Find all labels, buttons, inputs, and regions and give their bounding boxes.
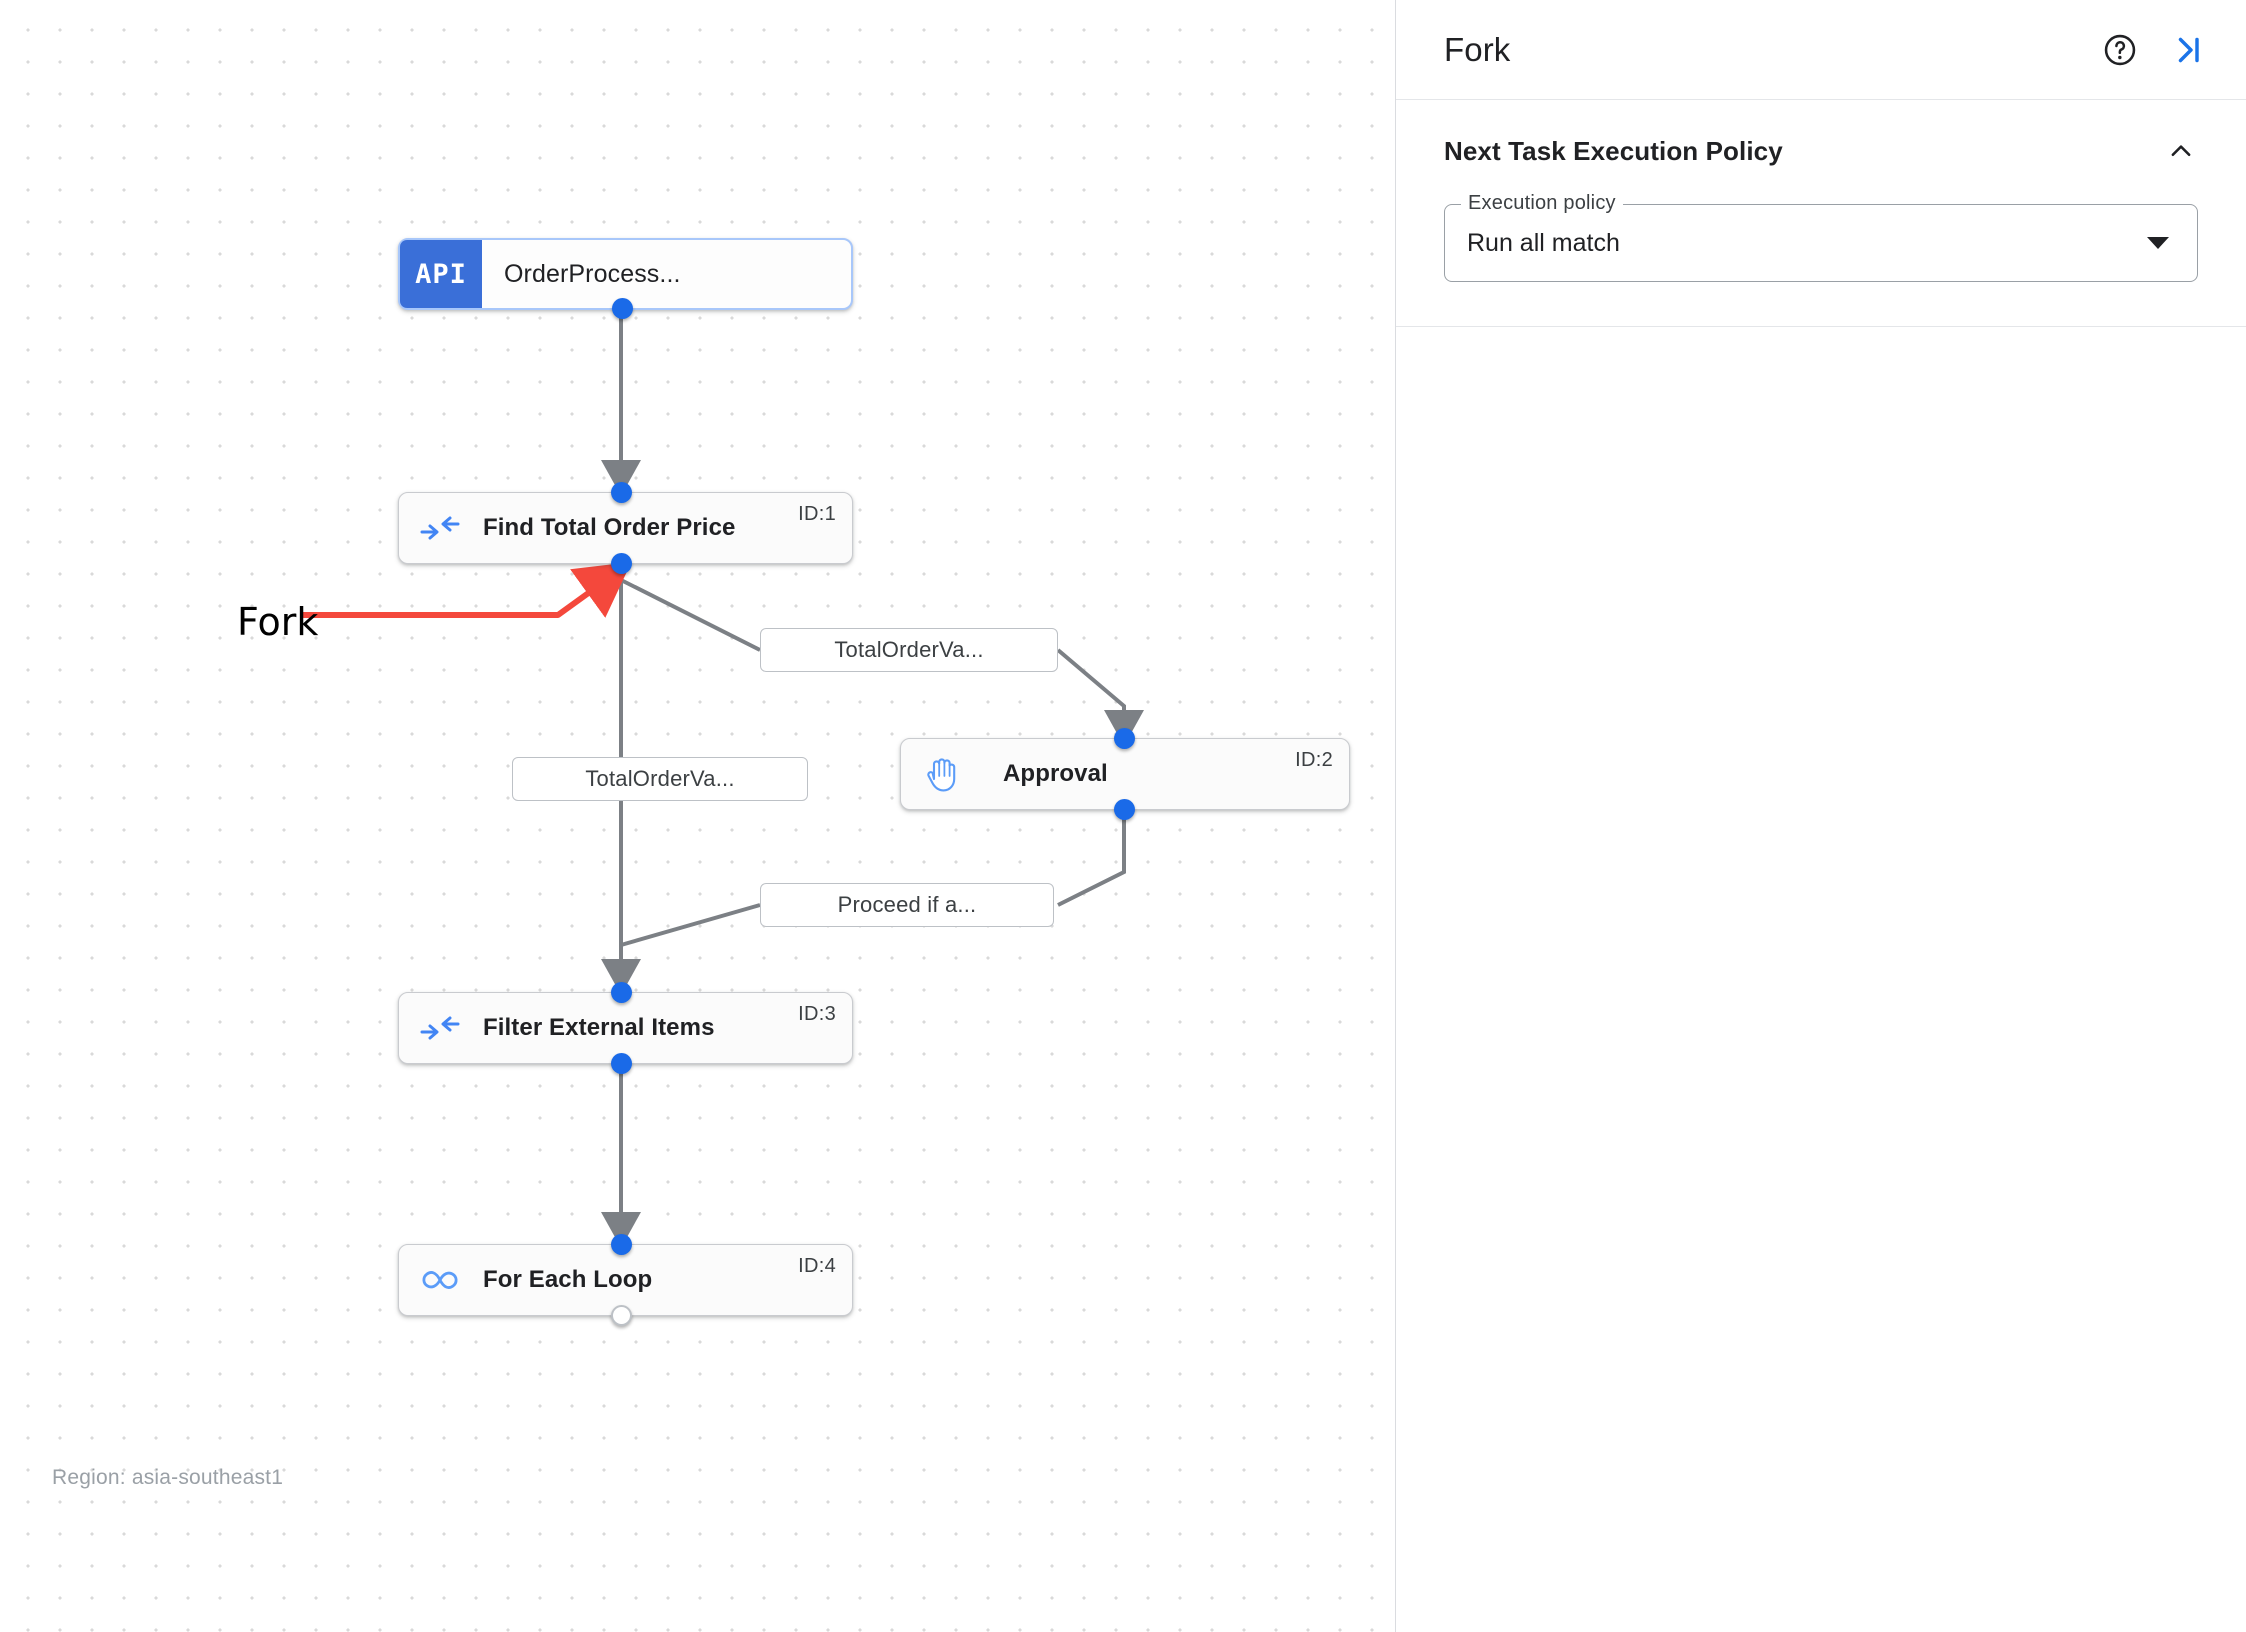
node-label: For Each Loop xyxy=(483,1266,653,1293)
execution-policy-value: Run all match xyxy=(1467,228,1620,257)
node-label: OrderProcess... xyxy=(504,259,681,288)
node-label: Find Total Order Price xyxy=(483,514,736,541)
node-output-connector-fork[interactable] xyxy=(611,553,632,574)
node-input-connector[interactable] xyxy=(611,482,632,503)
node-order-process-trigger[interactable]: API OrderProcess... xyxy=(398,238,853,319)
edge-label[interactable]: TotalOrderVa... xyxy=(512,757,808,801)
node-for-each-loop[interactable]: ID:4 For Each Loop xyxy=(398,1234,853,1326)
node-output-connector[interactable] xyxy=(1114,799,1135,820)
node-label: Approval xyxy=(1003,760,1108,787)
merge-arrows-icon xyxy=(411,1015,469,1041)
node-input-connector[interactable] xyxy=(1114,728,1135,749)
edge-label[interactable]: TotalOrderVa... xyxy=(760,628,1058,672)
api-badge-icon: API xyxy=(400,240,482,308)
node-id-tag: ID:3 xyxy=(798,1003,836,1025)
workflow-canvas[interactable]: Fork API OrderProcess... ID:1 Find Total… xyxy=(0,0,1396,1632)
node-output-connector[interactable] xyxy=(612,298,633,319)
panel-title: Fork xyxy=(1444,30,1511,68)
node-output-connector-open[interactable] xyxy=(611,1305,632,1326)
api-badge-label: API xyxy=(415,258,467,290)
execution-policy-label: Execution policy xyxy=(1461,192,1623,215)
node-input-connector[interactable] xyxy=(611,1234,632,1255)
edge-label[interactable]: Proceed if a... xyxy=(760,883,1054,927)
node-id-tag: ID:2 xyxy=(1295,749,1333,771)
canvas-top-strip xyxy=(0,0,1396,6)
merge-arrows-icon xyxy=(411,515,469,541)
node-approval[interactable]: ID:2 Approval xyxy=(900,728,1350,820)
node-label: Filter External Items xyxy=(483,1014,715,1041)
node-id-tag: ID:4 xyxy=(798,1255,836,1277)
section-header[interactable]: Next Task Execution Policy xyxy=(1444,134,2198,168)
help-circle-icon[interactable] xyxy=(2098,28,2142,72)
canvas-panel-divider xyxy=(1395,0,1396,1632)
node-filter-external-items[interactable]: ID:3 Filter External Items xyxy=(398,982,853,1074)
infinity-icon xyxy=(411,1268,469,1292)
node-output-connector[interactable] xyxy=(611,1053,632,1074)
panel-header: Fork xyxy=(1396,0,2246,100)
node-find-total-order-price[interactable]: ID:1 Find Total Order Price xyxy=(398,482,853,574)
raised-hand-icon xyxy=(913,755,971,793)
chevron-up-icon[interactable] xyxy=(2164,134,2198,168)
node-input-connector[interactable] xyxy=(611,982,632,1003)
next-task-execution-policy-section: Next Task Execution Policy Execution pol… xyxy=(1396,100,2246,327)
region-label: Region: asia-southeast1 xyxy=(52,1466,284,1489)
fork-annotation-label: Fork xyxy=(237,600,319,644)
execution-policy-select[interactable]: Execution policy Run all match xyxy=(1444,192,2198,282)
properties-panel: Fork Next Task Execution Policy xyxy=(1396,0,2246,1632)
collapse-panel-right-icon[interactable] xyxy=(2166,28,2210,72)
chevron-down-icon[interactable] xyxy=(2147,237,2169,249)
node-id-tag: ID:1 xyxy=(798,503,836,525)
section-title: Next Task Execution Policy xyxy=(1444,135,1783,166)
